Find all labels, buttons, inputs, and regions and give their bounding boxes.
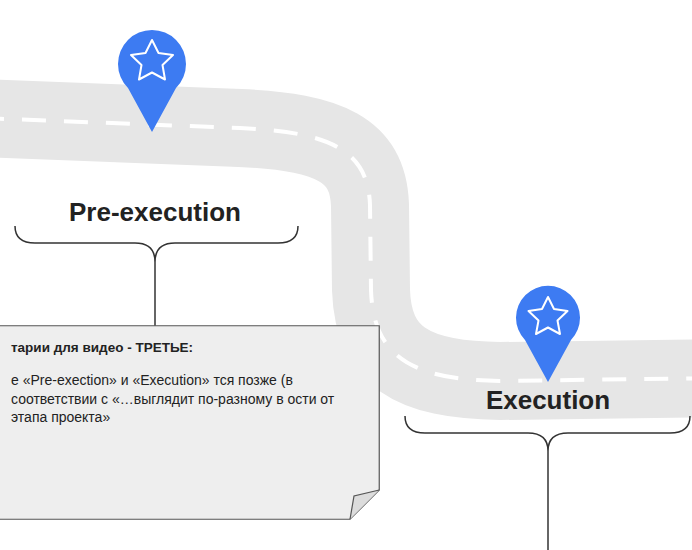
brace xyxy=(405,416,690,451)
note-card: тарии для видео - ТРЕТЬЕ: е «Pre-exection… xyxy=(0,325,380,520)
brace xyxy=(15,226,298,262)
map-pin xyxy=(516,286,580,382)
note-body: е «Pre-exection» и «Execution» тся позже… xyxy=(11,371,346,427)
brace-stem xyxy=(547,451,549,550)
stage-label: Pre-execution xyxy=(69,198,241,227)
brace-stem xyxy=(154,262,156,326)
note-fold xyxy=(350,490,379,519)
note-shape xyxy=(0,326,379,520)
map-pin xyxy=(118,30,186,132)
stage-label: Execution xyxy=(486,386,610,415)
note-heading: тарии для видео - ТРЕТЬЕ: xyxy=(11,339,346,357)
